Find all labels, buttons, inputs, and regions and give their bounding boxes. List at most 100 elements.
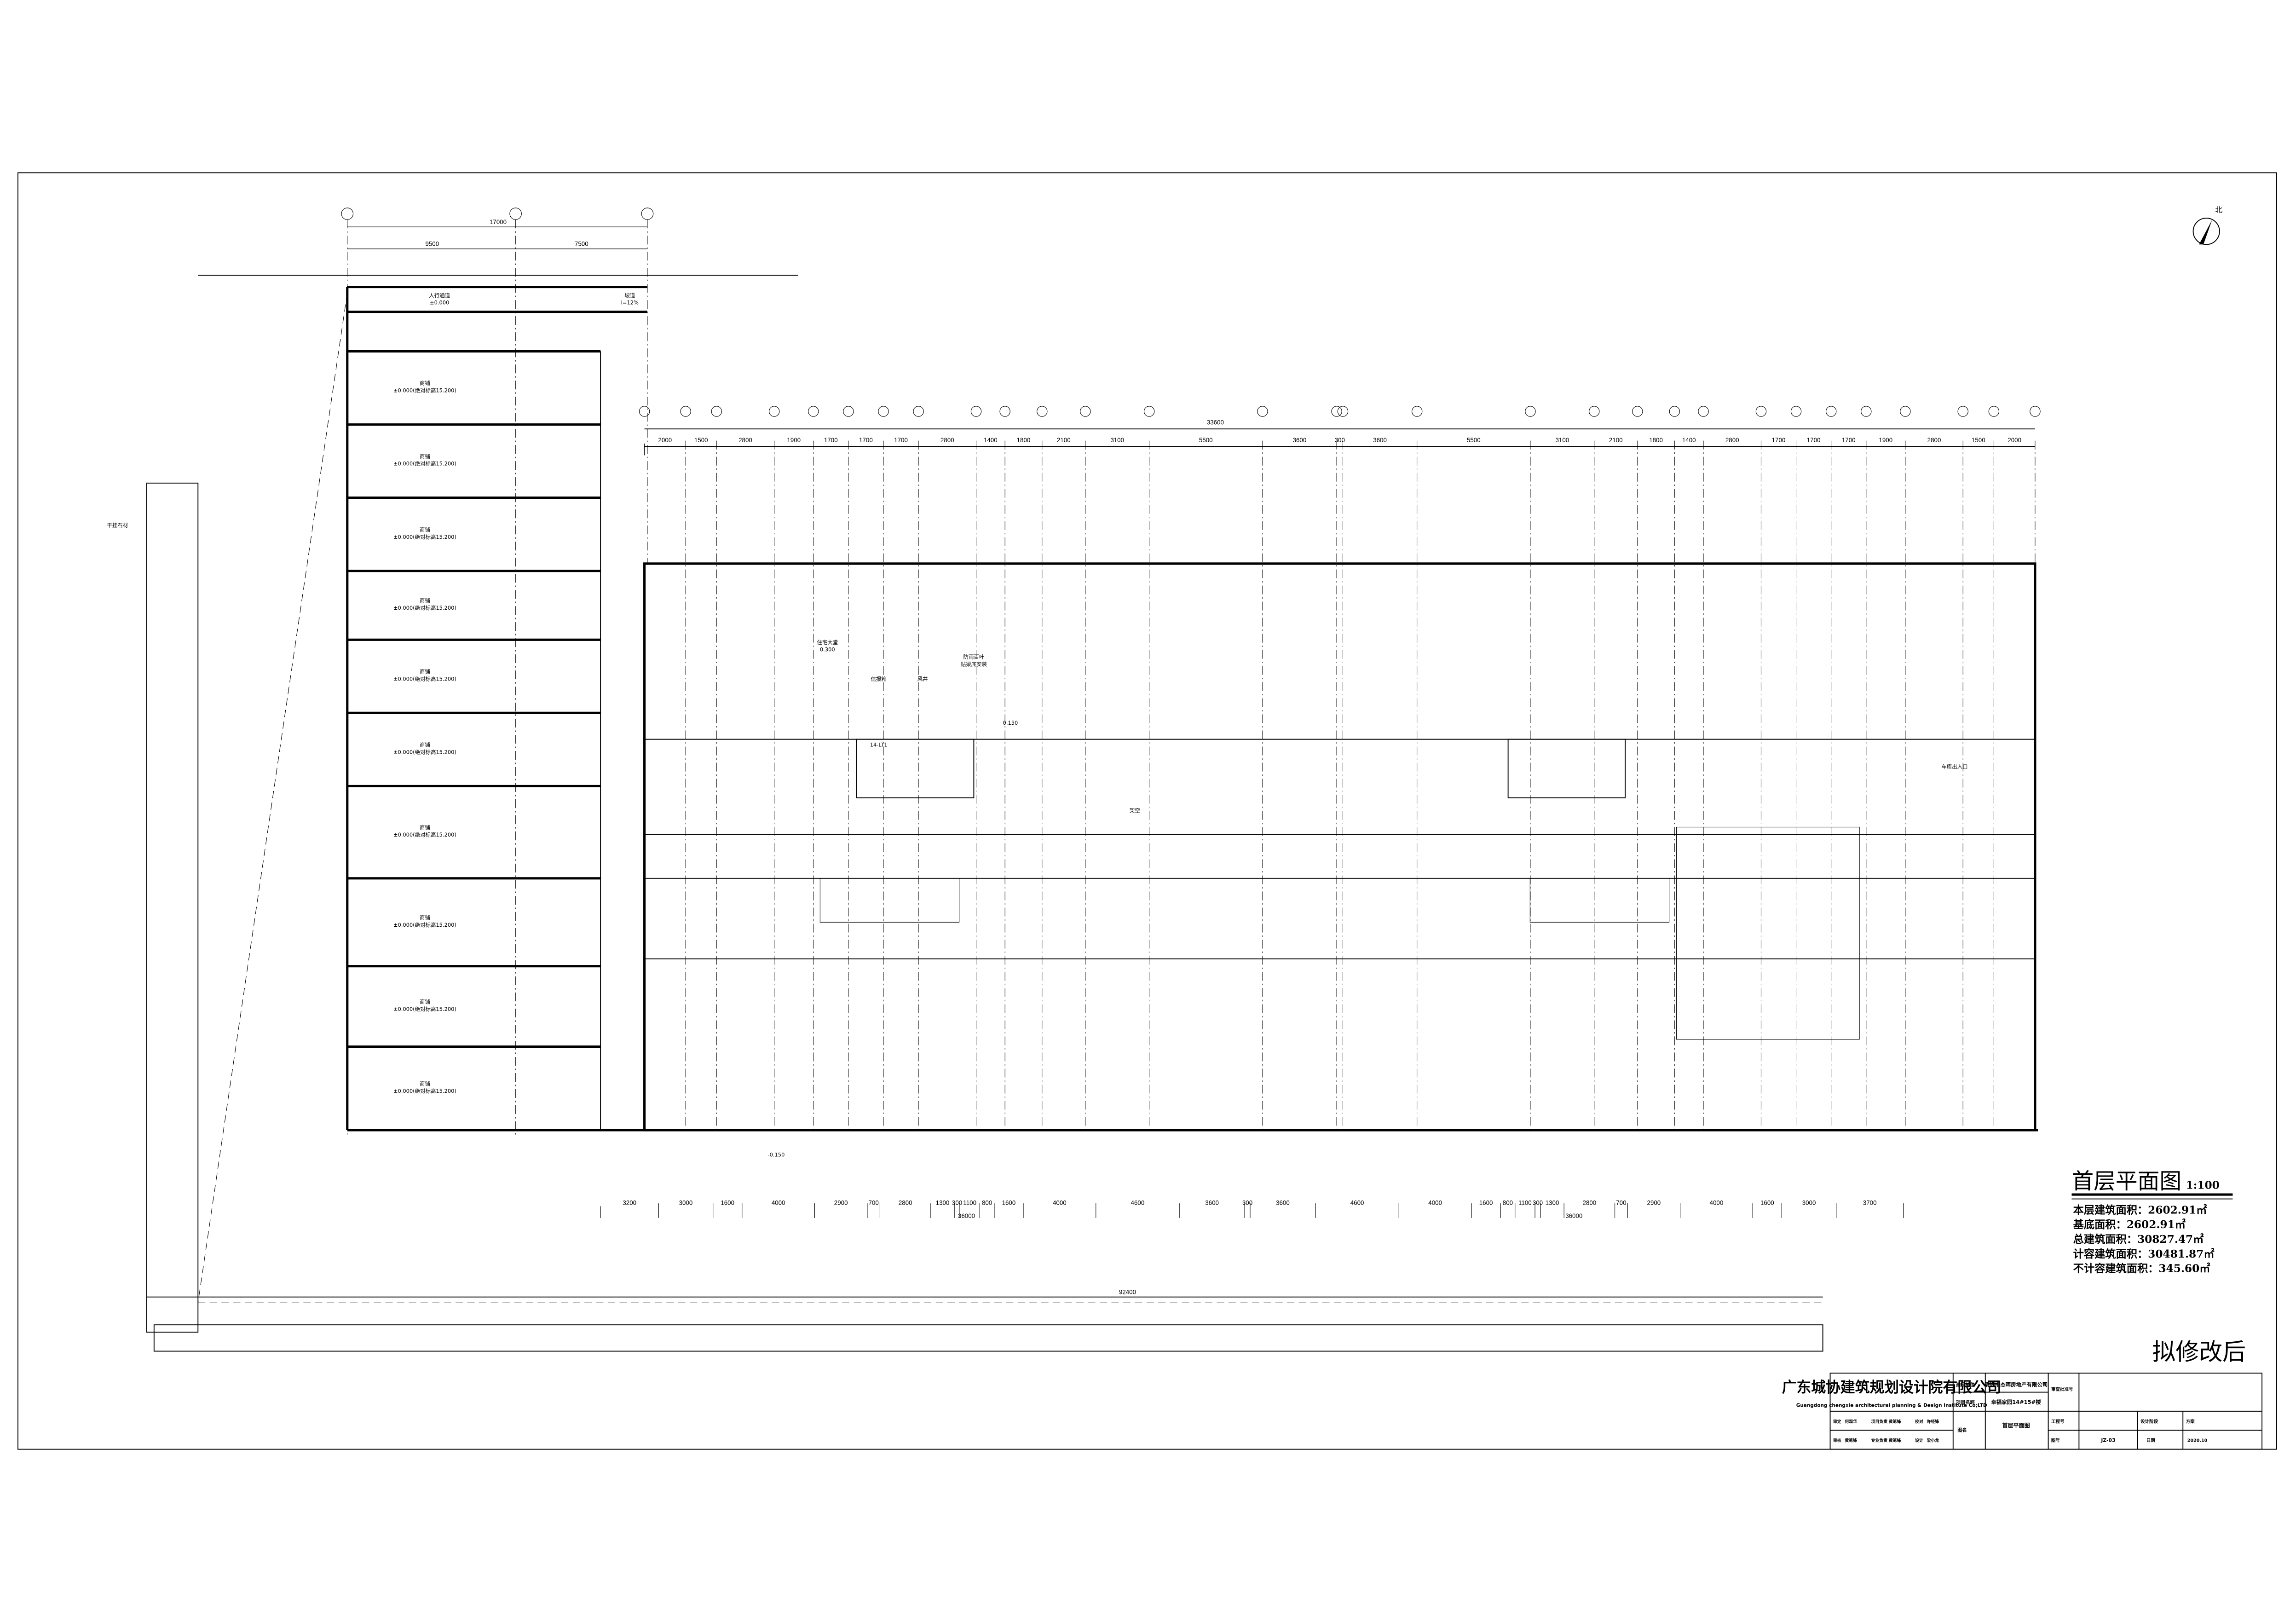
shop-label: 商铺 <box>420 742 430 748</box>
dim-label: 2800 <box>899 1199 912 1206</box>
date: 2020.10 <box>2187 1438 2208 1443</box>
pm: 黄笔锋 <box>1889 1419 1902 1424</box>
sheet-label: 图号 <box>2051 1438 2060 1443</box>
checked-label: 审核 <box>1833 1438 1841 1443</box>
dim-top-total: 33600 <box>1207 419 1224 426</box>
dim-label: 1600 <box>1479 1199 1493 1206</box>
dim-label: 2000 <box>2008 437 2021 444</box>
axis-bubble <box>1525 406 1536 417</box>
dim-label: 1700 <box>1772 437 1786 444</box>
dim-label: 4000 <box>1428 1199 1442 1206</box>
area-line: 本层建筑面积：2602.91㎡ <box>2073 1204 2208 1216</box>
area-line: 总建筑面积：30827.47㎡ <box>2073 1233 2204 1246</box>
shop-level: ±0.000(绝对标高15.200) <box>393 605 456 611</box>
axis-bubble <box>341 208 354 220</box>
material-note: 干挂石材 <box>107 522 128 528</box>
dim-label: 800 <box>1503 1199 1513 1206</box>
walkway-level: ±0.000 <box>430 300 449 306</box>
axis-bubble <box>1589 406 1600 417</box>
level-label: -0.150 <box>767 1151 785 1158</box>
dim-label: 2100 <box>1609 437 1623 444</box>
shop-level: ±0.000(绝对标高15.200) <box>393 831 456 838</box>
dim-label: 1100 <box>963 1199 976 1206</box>
shop-label: 商铺 <box>420 380 430 387</box>
dim-label: 1700 <box>894 437 908 444</box>
design-by: 梁小龙 <box>1927 1438 1939 1443</box>
mailbox-label: 信报箱 <box>871 675 886 682</box>
axis-bubble <box>999 406 1010 417</box>
shop-level: ±0.000(绝对标高15.200) <box>393 387 456 394</box>
shop-label: 商铺 <box>420 999 430 1005</box>
dim-label: 2800 <box>1927 437 1941 444</box>
shop-level: ±0.000(绝对标高15.200) <box>393 534 456 540</box>
discipline-label: 专业负责 <box>1871 1438 1888 1443</box>
shop-label: 商铺 <box>420 914 430 921</box>
dim-label: 3600 <box>1293 437 1307 444</box>
dim-label: 3600 <box>1276 1199 1290 1206</box>
axis-bubble <box>641 208 654 220</box>
dim-label: 3700 <box>1863 1199 1877 1206</box>
axis-bubble <box>1257 406 1268 417</box>
area-line: 计容建筑面积：30481.87㎡ <box>2073 1248 2215 1260</box>
sheet-no: JZ-03 <box>2100 1437 2115 1443</box>
dim-label: 4000 <box>772 1199 785 1206</box>
axis-bubble <box>509 208 522 220</box>
axis-bubble <box>913 406 924 417</box>
axis-bubble <box>639 406 650 417</box>
dim-label: 3200 <box>623 1199 636 1206</box>
proof-by: 许经锋 <box>1927 1419 1940 1424</box>
dim-label: 3100 <box>1110 437 1124 444</box>
axis-bubble <box>680 406 691 417</box>
client: 清远市杰晖房地产有限公司 <box>1984 1381 2048 1388</box>
shaft-label: 风井 <box>917 675 928 682</box>
proof-label: 校对 <box>1915 1419 1923 1424</box>
axis-bubble <box>1632 406 1643 417</box>
dim-label: 1700 <box>824 437 838 444</box>
checked-by: 黄笔锋 <box>1845 1438 1858 1443</box>
lobby-level: 0.300 <box>820 646 835 653</box>
axis-bubble <box>843 406 854 417</box>
dim-label: 4000 <box>1710 1199 1724 1206</box>
approved-label: 审定 <box>1833 1419 1841 1424</box>
axis-bubble <box>1900 406 1911 417</box>
dim-label: 2800 <box>940 437 954 444</box>
dim-label: 1900 <box>1879 437 1892 444</box>
north-label: 北 <box>2215 205 2222 214</box>
stair <box>1507 739 1626 798</box>
axis-bubble <box>1143 406 1155 417</box>
axis-bubble <box>768 406 780 417</box>
stage-label: 设计阶段 <box>2140 1419 2158 1424</box>
dim-overall-total: 92400 <box>1119 1288 1136 1295</box>
axis-bubble <box>1988 406 2000 417</box>
axis-bubble <box>1698 406 1709 417</box>
hatched-core <box>1676 826 1860 1040</box>
dim-label: 2800 <box>738 437 752 444</box>
level-label: 0.150 <box>1003 720 1018 726</box>
axis-bubble <box>1080 406 1091 417</box>
axis-bubble <box>1957 406 1968 417</box>
company-name-cn: 广东城协建筑规划设计院有限公司 <box>1782 1379 2002 1396</box>
dim-label: 3600 <box>1205 1199 1219 1206</box>
axis-bubble <box>808 406 819 417</box>
title-block: 广东城协建筑规划设计院有限公司 Guangdong chengxie archi… <box>1782 1373 2263 1450</box>
dim: 9500 <box>425 240 439 247</box>
shop-level: ±0.000(绝对标高15.200) <box>393 1006 456 1012</box>
axis-bubble <box>1037 406 1048 417</box>
dim: 7500 <box>575 240 588 247</box>
shop-level: ±0.000(绝对标高15.200) <box>393 749 456 755</box>
walkway-label: 人行通道 <box>429 292 450 299</box>
dim-label: 300 <box>1242 1199 1252 1206</box>
dim-label: 3000 <box>679 1199 693 1206</box>
axis-bubble <box>1790 406 1802 417</box>
dim-label: 1600 <box>1760 1199 1774 1206</box>
dim-label: 1800 <box>1649 437 1663 444</box>
dim-label: 1900 <box>787 437 801 444</box>
axis-bubble <box>970 406 982 417</box>
drawing-title: 首层平面图 <box>2071 1169 2181 1194</box>
dim-label: 1400 <box>1682 437 1696 444</box>
pm-label: 项目负责 <box>1871 1419 1888 1424</box>
dim-label: 1400 <box>984 437 998 444</box>
dim-label: 1600 <box>721 1199 734 1206</box>
dim-label: 2800 <box>1583 1199 1597 1206</box>
